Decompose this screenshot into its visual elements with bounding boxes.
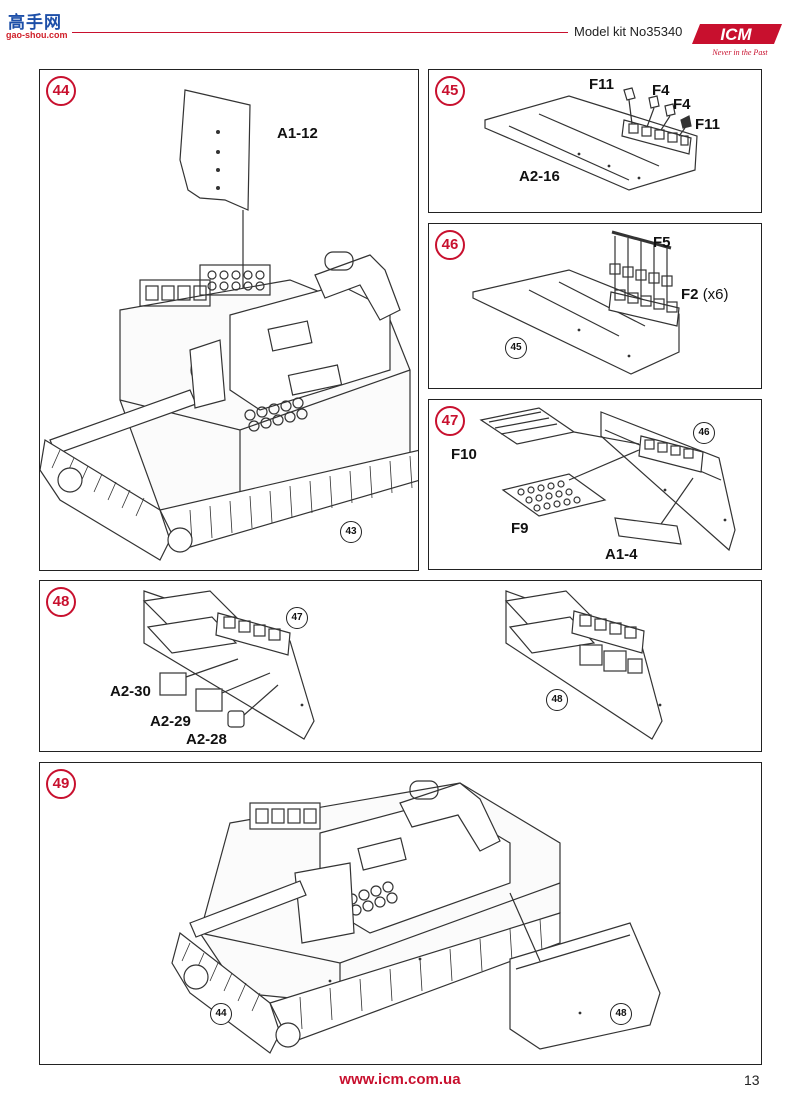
part-label: A2-16 — [519, 168, 560, 185]
part-label: F9 — [511, 520, 529, 537]
part-label: A2-29 — [150, 713, 191, 730]
step-number-badge: 45 — [435, 76, 465, 106]
step-reference-badge: 43 — [340, 521, 362, 543]
step-45-panel: 45 F11 F4 F4 F11 A2-16 — [428, 69, 762, 213]
part-label: F4 — [673, 96, 691, 113]
panel-assembly-drawing-45 — [484, 87, 698, 191]
part-label: A2-28 — [186, 731, 227, 748]
step-47-panel: 47 F10 F9 A1-4 46 — [428, 399, 762, 570]
part-label: F5 — [653, 234, 671, 251]
header-rule — [72, 32, 568, 33]
icm-tagline: Never in the Past — [711, 48, 768, 57]
part-label: F11 — [589, 76, 615, 93]
panel-assembly-drawing-46 — [472, 230, 680, 375]
step-number-badge: 49 — [46, 769, 76, 799]
step-number-badge: 47 — [435, 406, 465, 436]
step-46-panel: 46 F5 F2 (x6) 45 — [428, 223, 762, 389]
kit-number: Model kit No35340 — [574, 24, 683, 39]
step-reference-badge: 47 — [286, 607, 308, 629]
site-logo-url: gao-shou.com — [6, 30, 68, 40]
site-logo-chinese: 高手网 — [8, 13, 62, 32]
part-label: A1-12 — [277, 125, 318, 142]
panel-assembly-drawing-47 — [479, 407, 736, 552]
site-watermark-logo: 高手网 gao-shou.com — [6, 8, 74, 42]
part-label: A1-4 — [605, 546, 638, 563]
icm-brand-text: ICM — [720, 25, 752, 44]
part-label-name: F2 — [681, 286, 699, 303]
part-quantity: (x6) — [702, 286, 729, 303]
part-label: F10 — [451, 446, 477, 463]
step-number-badge: 46 — [435, 230, 465, 260]
step-reference-badge: 48 — [610, 1003, 632, 1025]
page-number: 13 — [744, 1072, 760, 1088]
step-49-panel: 49 44 48 — [39, 762, 762, 1065]
icm-brand-logo: ICM Never in the Past — [692, 24, 782, 57]
part-label: A2-30 — [110, 683, 151, 700]
part-label: F4 — [652, 82, 670, 99]
vehicle-assembly-drawing-49 — [171, 780, 661, 1054]
step-48-panel: 48 A2-30 A2-29 A2-28 47 48 — [39, 580, 762, 752]
step-reference-badge: 45 — [505, 337, 527, 359]
step-number-badge: 44 — [46, 76, 76, 106]
step-number-badge: 48 — [46, 587, 76, 617]
footer-website-link[interactable]: www.icm.com.ua — [339, 1071, 461, 1088]
vehicle-assembly-drawing-44 — [40, 89, 418, 561]
part-label: F11 — [695, 116, 721, 133]
panel-assembly-drawing-48 — [142, 590, 663, 740]
step-reference-badge: 44 — [210, 1003, 232, 1025]
step-reference-badge: 46 — [693, 422, 715, 444]
step-reference-badge: 48 — [546, 689, 568, 711]
step-44-panel: 44 A1-12 43 — [39, 69, 419, 571]
part-label: F2 (x6) — [681, 286, 729, 303]
